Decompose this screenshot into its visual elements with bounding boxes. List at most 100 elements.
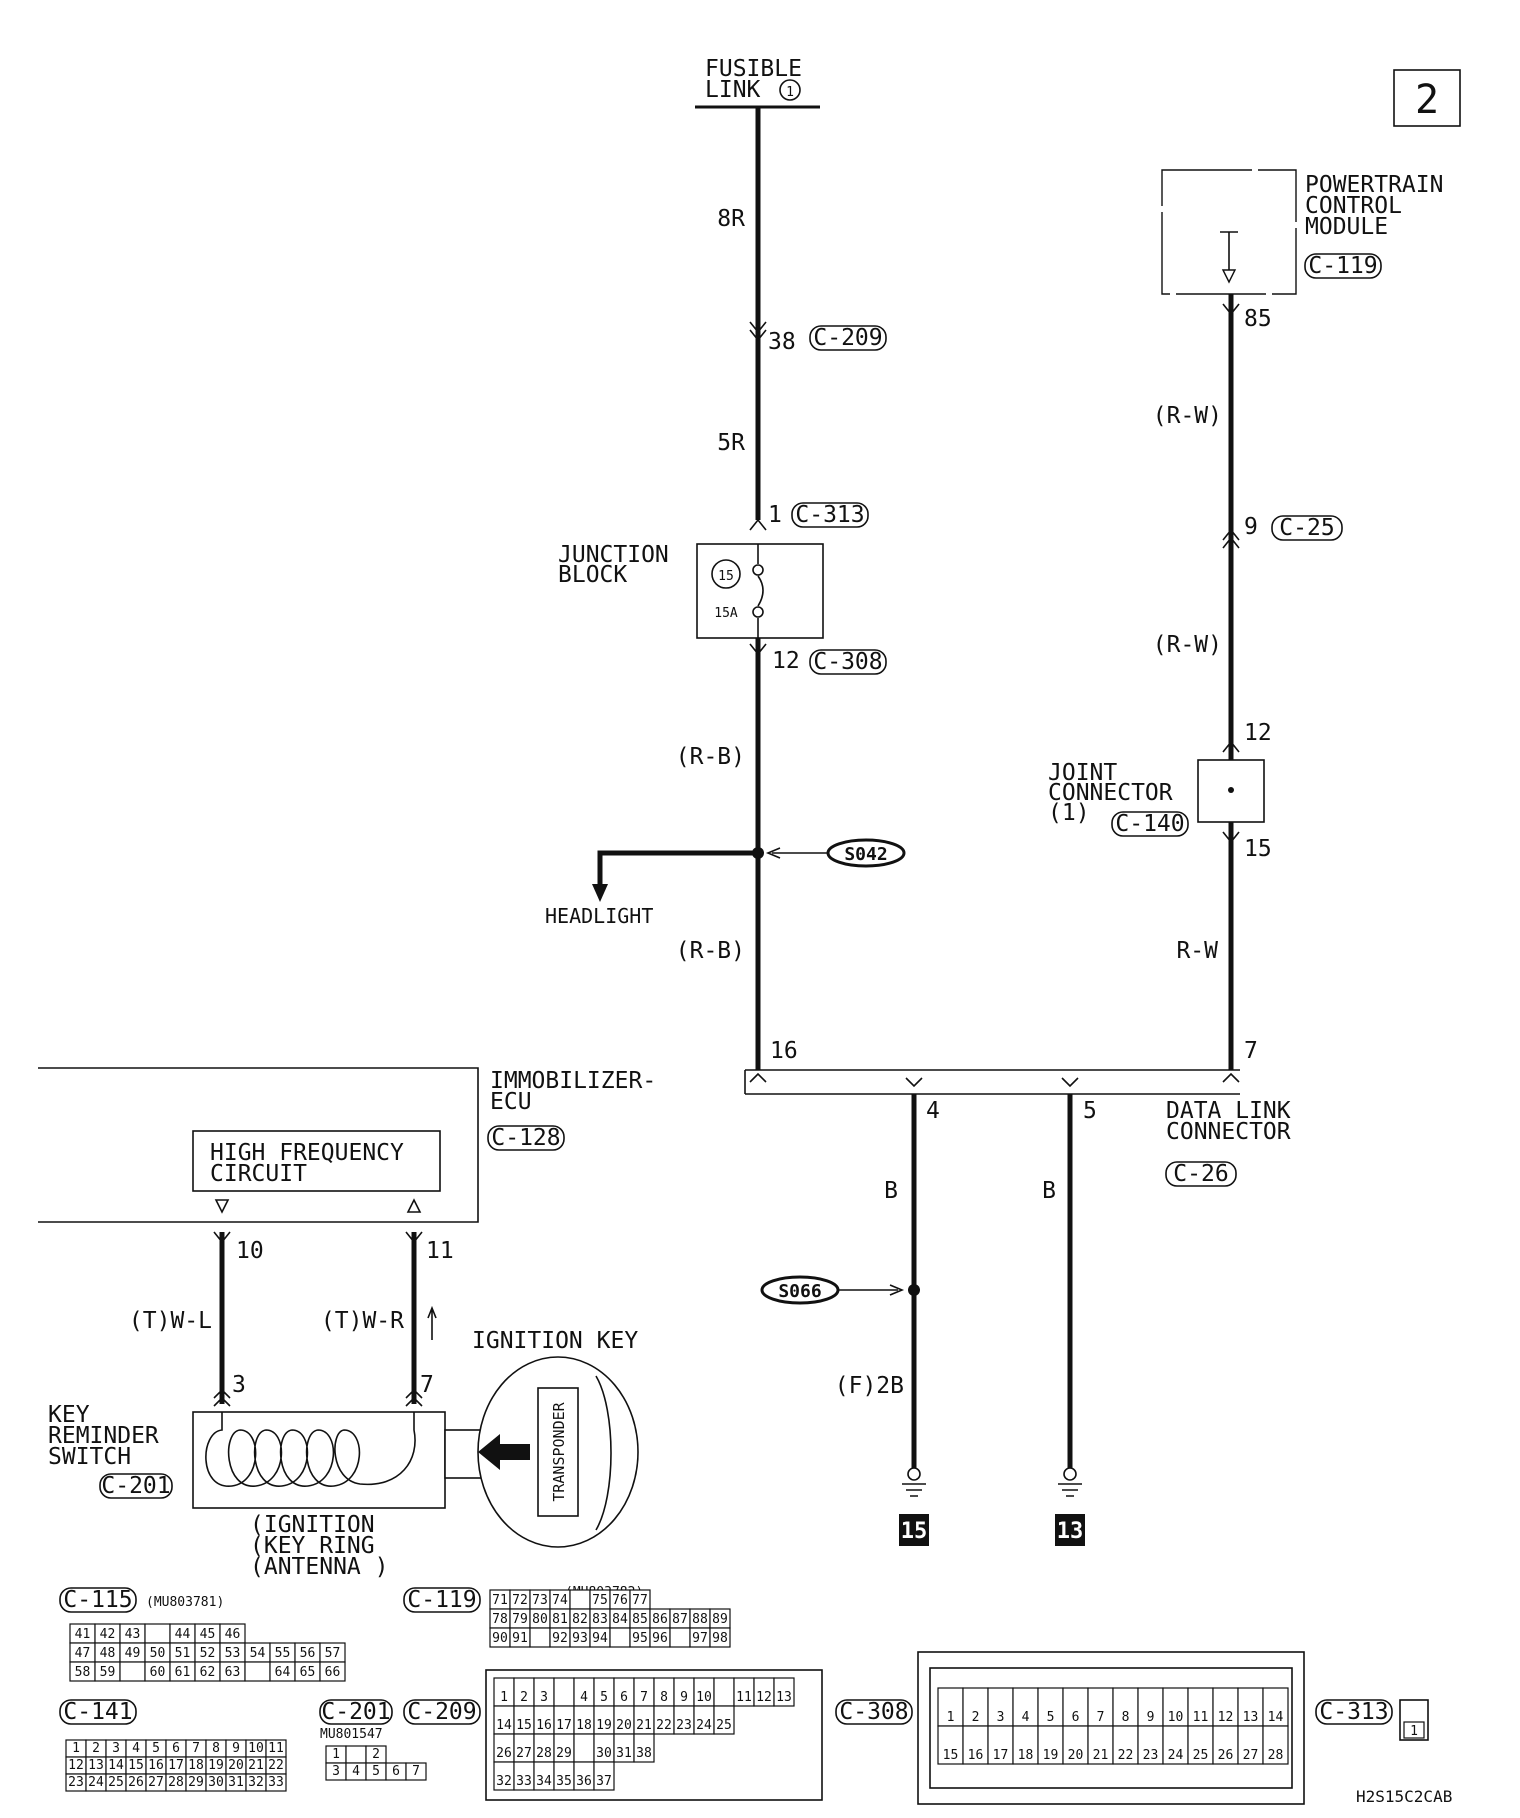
wire-8r-label: 8R xyxy=(717,206,745,232)
c115-pin-label: 66 xyxy=(325,1665,341,1680)
hf-circuit-label: HIGH FREQUENCY xyxy=(210,1140,404,1166)
dlc-pin-16: 16 xyxy=(770,1038,798,1064)
wire-t-w-l-label: (T)W-L xyxy=(129,1308,212,1334)
c115-label: C-115 xyxy=(63,1587,132,1613)
c308-pin-cell xyxy=(1212,1725,1239,1765)
c209-pin-label: 1 xyxy=(500,1690,508,1705)
c119-pin-label: 74 xyxy=(552,1593,568,1608)
c141-pin-label: 25 xyxy=(108,1775,124,1790)
c308-pin-cell xyxy=(1262,1687,1289,1727)
splice-s042-label: S042 xyxy=(844,844,887,865)
c141-pin-label: 33 xyxy=(268,1775,284,1790)
dlc-conn-label: C-26 xyxy=(1173,1161,1228,1187)
immobilizer-label: IMMOBILIZER- xyxy=(490,1068,656,1094)
c115-pin-label: 48 xyxy=(100,1646,116,1661)
transponder-chip xyxy=(537,1387,579,1517)
c209-pin-cell xyxy=(553,1677,575,1707)
c209-pin-cell xyxy=(573,1733,595,1763)
s042-leader-arrow xyxy=(765,847,781,859)
c119-pin-label: 85 xyxy=(632,1612,648,1627)
switch-pin-7: 7 xyxy=(420,1372,434,1398)
c209-pin-label: 23 xyxy=(676,1718,692,1733)
fuse-rating: 15A xyxy=(714,606,738,621)
wire-r-w-1-label: (R-W) xyxy=(1153,403,1222,429)
c209-pin-label: 29 xyxy=(556,1746,572,1761)
c209-pin-label: 6 xyxy=(620,1690,628,1705)
jc-conn-label: C-140 xyxy=(1115,811,1184,837)
c209-pin-label: 36 xyxy=(576,1774,592,1789)
jc-pin-out-mark xyxy=(1222,831,1240,844)
c308-pin: 12 xyxy=(772,648,800,674)
c115-pin-label: 44 xyxy=(175,1627,191,1642)
c141-pin-label: 28 xyxy=(168,1775,184,1790)
c201-pin-label: 4 xyxy=(352,1764,360,1779)
c141-pin-label: 7 xyxy=(192,1741,200,1756)
immobilizer-conn-label: C-128 xyxy=(491,1125,560,1151)
c119-pin-label: 88 xyxy=(692,1612,708,1627)
c115-pin-label: 49 xyxy=(125,1646,141,1661)
immobilizer-conn-tag xyxy=(487,1125,565,1151)
ground-a-number: 15 xyxy=(901,1519,928,1544)
c119-pin-label: 79 xyxy=(512,1612,528,1627)
c308-pin-label: 20 xyxy=(1068,1748,1084,1763)
c119-pin-label: 97 xyxy=(692,1631,708,1646)
c308-pin-cell xyxy=(1262,1725,1289,1765)
c115-pin-label: 46 xyxy=(225,1627,241,1642)
c308-housing-inner xyxy=(929,1667,1293,1789)
c308-pin-label: 1 xyxy=(947,1710,955,1725)
key-groove xyxy=(595,1375,612,1531)
jc-pin-in-mark xyxy=(1222,740,1240,753)
c115-pin-label: 62 xyxy=(200,1665,216,1680)
pcm-label-2: CONTROL xyxy=(1305,193,1402,219)
c141-pin-label: 13 xyxy=(88,1758,104,1773)
c141-pin-label: 30 xyxy=(208,1775,224,1790)
c209-pin-cell xyxy=(773,1677,795,1707)
immobilizer-ecu-box xyxy=(38,1067,479,1223)
wire-r-w-2-label: (R-W) xyxy=(1153,632,1222,658)
c119-pin-label: 95 xyxy=(632,1631,648,1646)
c119-pin-label: 91 xyxy=(512,1631,528,1646)
c141-pin-label: 20 xyxy=(228,1758,244,1773)
connector-c308-mark xyxy=(749,643,767,656)
c119-pin-label: 90 xyxy=(492,1631,508,1646)
c119-pin-label: 83 xyxy=(592,1612,608,1627)
c119-pin-label: 78 xyxy=(492,1612,508,1627)
c141-pin-label: 16 xyxy=(148,1758,164,1773)
c308-pin-label: 11 xyxy=(1193,1710,1209,1725)
key-switch-label-2: REMINDER xyxy=(48,1423,159,1449)
key-insert-arrow xyxy=(478,1434,530,1470)
c201-pin-label: 1 xyxy=(332,1747,340,1762)
headlight-label: HEADLIGHT xyxy=(545,904,653,928)
c119-pin-label: 87 xyxy=(672,1612,688,1627)
pcm-internal-arrow xyxy=(1221,269,1237,284)
jc-label-3: (1) xyxy=(1048,800,1090,826)
c141-pin-label: 15 xyxy=(128,1758,144,1773)
c119-pin-label: 84 xyxy=(612,1612,628,1627)
key-switch-conn-tag xyxy=(99,1473,173,1499)
fuse-element xyxy=(757,575,764,607)
c209-pin-label: 24 xyxy=(696,1718,712,1733)
c209-pin-label: 13 xyxy=(776,1690,792,1705)
c308-pin-label: 8 xyxy=(1122,1710,1130,1725)
c115-pin-cell xyxy=(319,1661,346,1682)
c308-pin-cell xyxy=(1012,1687,1039,1727)
c209-pin-label: 11 xyxy=(736,1690,752,1705)
dlc-label-2: CONNECTOR xyxy=(1166,1119,1291,1145)
ground-a-terminal xyxy=(907,1467,921,1481)
c119-pin-label: 76 xyxy=(612,1593,628,1608)
c209-pin-label: 18 xyxy=(576,1718,592,1733)
c313-pin-1: 1 xyxy=(1410,1724,1418,1739)
c308-pin-label: 24 xyxy=(1168,1748,1184,1763)
c308-pin-label: 21 xyxy=(1093,1748,1109,1763)
c201-pin-cell xyxy=(345,1745,367,1764)
c308-pin-cell xyxy=(1187,1725,1214,1765)
c115-pin-label: 56 xyxy=(300,1646,316,1661)
c115-pin-cell xyxy=(119,1661,146,1682)
connector-c209-mark xyxy=(749,321,767,342)
jc-pin-15: 15 xyxy=(1244,836,1272,862)
diagram-code: H2S15C2CAB xyxy=(1356,1787,1452,1806)
fusible-link-number: 1 xyxy=(786,85,794,100)
c308-pin-label: 10 xyxy=(1168,1710,1184,1725)
